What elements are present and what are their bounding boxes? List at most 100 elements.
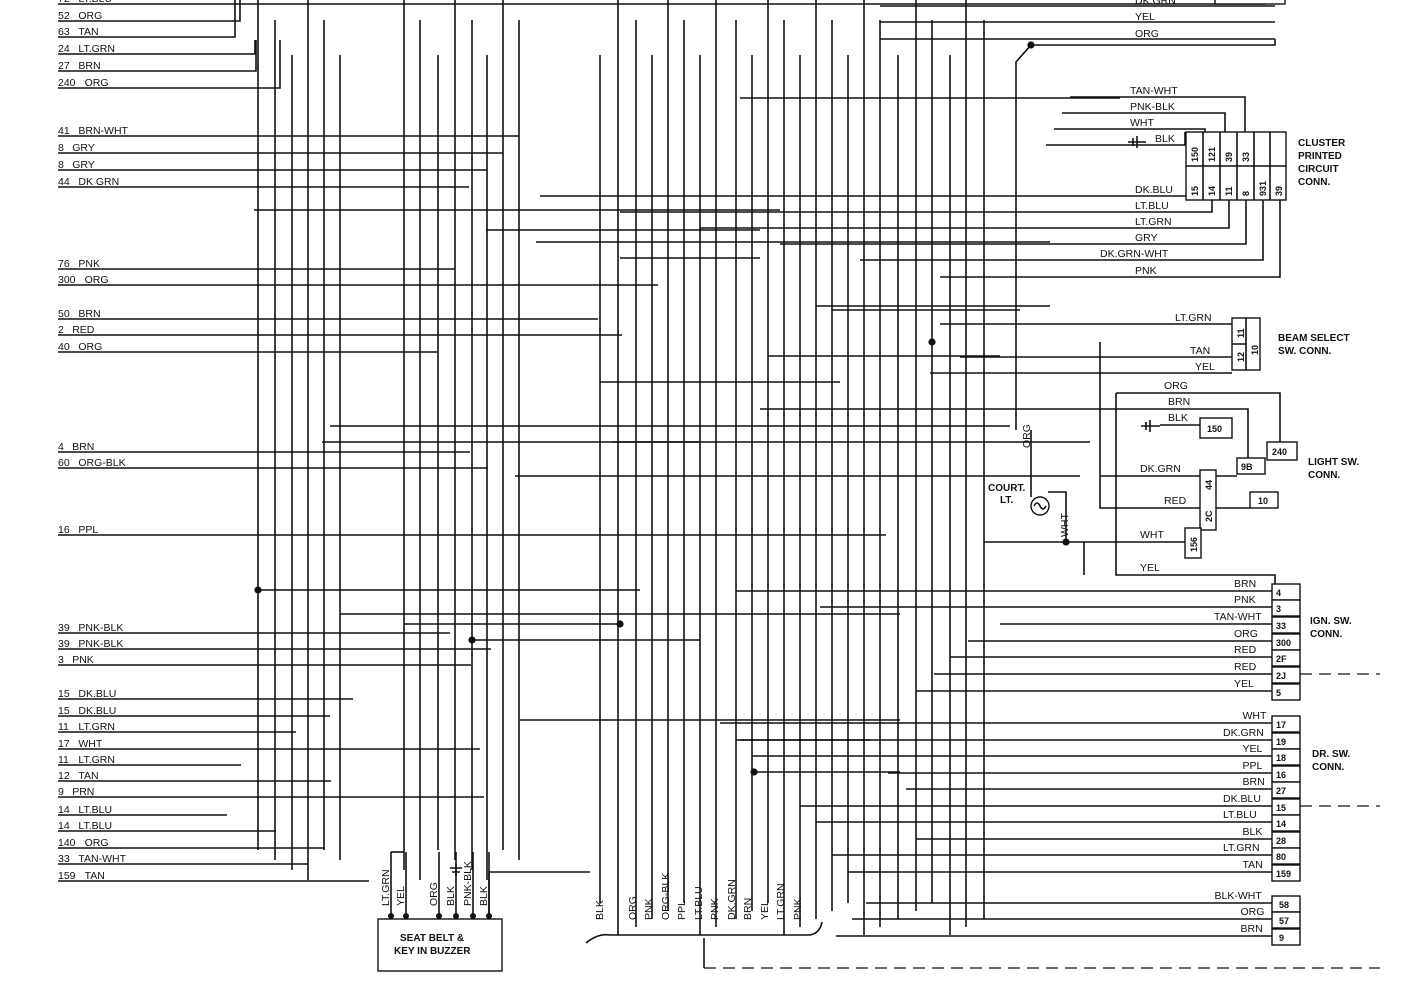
door-switch-pin-box: [1271, 864, 1301, 882]
harness-wire-label: DK.GRN: [726, 879, 738, 920]
wire-number: 159: [58, 870, 76, 882]
door-switch-title: DR. SW.: [1312, 749, 1351, 760]
ign-switch-pin-number: 33: [1276, 621, 1286, 631]
ign-switch-wire-label: YEL: [1234, 678, 1254, 690]
courtesy-light-filament: [1033, 502, 1047, 510]
light-switch-pin-box: [1199, 417, 1233, 439]
wire: [1062, 112, 1226, 132]
wire-number: 3: [58, 654, 64, 666]
wire-number: 12: [58, 770, 70, 782]
door-switch-wire-label: BRN: [1243, 776, 1265, 788]
cluster-connector-title: PRINTED: [1298, 151, 1342, 162]
ign-switch-wire-label: TAN-WHT: [1214, 611, 1262, 623]
wire: [58, 40, 281, 89]
harness-wire-label: ORG-BLK: [660, 873, 672, 920]
wire-number: 17: [58, 738, 70, 750]
cluster-pin-number: 39: [1274, 186, 1284, 196]
door-switch-wire-label: YEL: [1243, 743, 1263, 755]
ign-switch-pin-number: 4: [1276, 588, 1281, 598]
door-switch-wire-label: LT.BLU: [1223, 809, 1257, 821]
door-switch-pin-number: 27: [1276, 786, 1286, 796]
wire-color-label: DK.BLU: [78, 688, 116, 700]
door-switch-pin-box: [1271, 715, 1301, 733]
wire-number: 15: [58, 688, 70, 700]
wire-color-label: ORG: [85, 837, 109, 849]
wire-color-label: ORG: [85, 274, 109, 286]
cluster-wire-label: TAN-WHT: [1130, 85, 1178, 97]
light-switch-pin-box: [1184, 527, 1202, 559]
door-switch-pin-number: 17: [1276, 720, 1286, 730]
wire-color-label: TAN: [78, 26, 98, 38]
beam-select-pin-number: 10: [1250, 345, 1260, 355]
cluster-connector-title: CIRCUIT: [1298, 164, 1339, 175]
ign-switch-wire-label: PNK: [1234, 594, 1256, 606]
light-switch-wire-label: RED: [1164, 495, 1187, 507]
wire: [1070, 96, 1246, 132]
courtesy-light-label: COURT.: [988, 483, 1025, 494]
ign-switch-wire-label: ORG: [1234, 628, 1258, 640]
cluster-wire-label: DK.BLU: [1135, 184, 1173, 196]
label-layer: 72LT.BLU52ORG63TAN24LT.GRN27BRN240ORG41B…: [58, 0, 1359, 957]
door-switch-wire-label: WHT: [1243, 710, 1267, 722]
cluster-pin-number: 121: [1207, 147, 1217, 162]
cluster-pin-number: 15: [1190, 186, 1200, 196]
door-switch-pin-box: [1271, 748, 1301, 766]
beam-select-wire-label: LT.GRN: [1175, 312, 1212, 324]
harness-wire-label: YEL: [759, 900, 771, 920]
cluster-connector-title: CONN.: [1298, 177, 1330, 188]
door-switch-pin-number: 159: [1276, 869, 1291, 879]
ign-switch-pin-box: [1271, 616, 1301, 634]
door-switch-pin-number: 15: [1276, 803, 1286, 813]
ign-switch-wire-label: RED: [1234, 661, 1257, 673]
wire-number: 14: [58, 804, 70, 816]
ign-switch-pin-number: 2J: [1276, 671, 1286, 681]
wire-number: 60: [58, 457, 70, 469]
harness-wire-label: LT.BLU: [693, 886, 705, 920]
ground-icon: [1141, 420, 1160, 432]
wire-color-label: WHT: [78, 738, 102, 750]
beam-select-pin-number: 11: [1236, 328, 1246, 338]
wire-number: 40: [58, 341, 70, 353]
harness-wire-label: LT.GRN: [775, 883, 787, 920]
wire: [58, 0, 236, 38]
wire-number: 14: [58, 820, 70, 832]
light-switch-wire-label: BRN: [1168, 396, 1190, 408]
bottom-right-pin-number: 57: [1279, 916, 1289, 926]
wire-color-label: ORG-BLK: [78, 457, 125, 469]
wire-number: 39: [58, 638, 70, 650]
cluster-wire-label: DK.GRN-WHT: [1100, 248, 1169, 260]
wire-number: 24: [58, 43, 70, 55]
wire: [1030, 39, 1276, 46]
wire-color-label: GRY: [72, 159, 95, 171]
wire-number: 11: [58, 754, 69, 766]
wire-color-label: LT.GRN: [78, 721, 115, 733]
buzzer-wire-label: ORG: [428, 882, 440, 906]
buzzer-body: [377, 918, 503, 972]
wire-number: 15: [58, 705, 70, 717]
wire: [1048, 491, 1067, 542]
light-switch-pin-number: 10: [1258, 496, 1268, 506]
wire: [700, 200, 1230, 229]
beam-select-wire-label: YEL: [1195, 361, 1215, 373]
light-switch-pin-number: 150: [1207, 424, 1222, 434]
beam-select-wire-label: TAN: [1190, 345, 1210, 357]
harness-wire-label: PPL: [676, 900, 688, 920]
light-switch-wire-label: DK.GRN: [1140, 463, 1181, 475]
wire: [860, 200, 1264, 261]
wire: [940, 200, 1281, 278]
wire-color-label: PNK-BLK: [78, 638, 123, 650]
door-switch-pin-number: 19: [1276, 737, 1286, 747]
wire-color-label: YEL: [1135, 11, 1155, 23]
cluster-pin-number: 8: [1241, 191, 1251, 196]
buzzer-terminal: [388, 913, 394, 919]
bottom-right-pin-box: [1271, 911, 1301, 929]
wire-number: 300: [58, 274, 76, 286]
wire-color-label: TAN-WHT: [78, 853, 126, 865]
wire-number: 39: [58, 622, 70, 634]
cluster-wire-label: GRY: [1135, 232, 1158, 244]
wire-color-label: BRN: [78, 308, 100, 320]
wire: [620, 200, 1213, 213]
wire-color-label: PNK-BLK: [78, 622, 123, 634]
wire-color-label: LT.BLU: [78, 0, 112, 5]
